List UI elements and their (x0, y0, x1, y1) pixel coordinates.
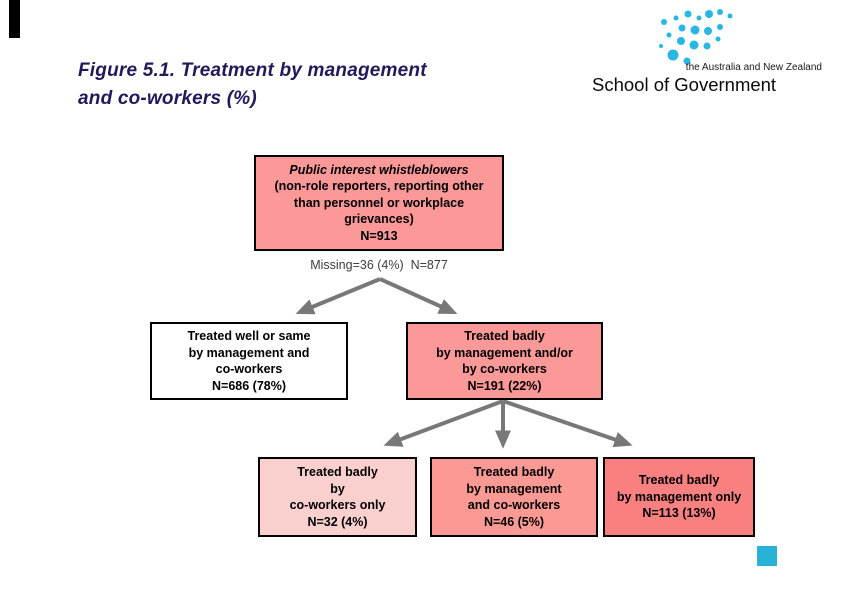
node-treated-well: Treated well or same by management and c… (150, 322, 348, 400)
node-text-line: Public interest whistleblowers (289, 162, 469, 177)
node-treated-badly: Treated badly by management and/or by co… (406, 322, 603, 400)
node-text-line: by management and/or (436, 345, 573, 360)
node-badly-coworkers-only: Treated badly by co-workers only N=32 (4… (258, 457, 417, 537)
node-text-line: N=46 (5%) (483, 514, 545, 529)
arrow-badly-to-management-only (502, 399, 633, 448)
anzsog-dots-logo (659, 9, 733, 65)
node-text-line: by management only (616, 489, 742, 504)
node-text-line: Treated badly (297, 465, 378, 479)
node-public-interest-whistleblowers: Public interest whistleblowers (non-role… (254, 155, 504, 251)
top-left-bar-decoration (9, 0, 20, 38)
node-text-line: Treated badly (464, 329, 545, 343)
node-text-line: (non-role reporters, reporting other (274, 179, 484, 194)
page-title-line1: Figure 5.1. Treatment by management (78, 60, 427, 81)
node-text-line: and co-workers (467, 498, 561, 512)
arrow-root-to-well (295, 277, 381, 315)
node-text-line: co-workers (215, 362, 283, 376)
anzsog-tagline: the Australia and New Zealand (685, 62, 822, 73)
node-text-line: than personnel or workplace (293, 195, 465, 210)
node-text-line: N=191 (22%) (467, 378, 542, 393)
page-title: Figure 5.1. Treatment by management and … (78, 57, 427, 113)
arrow-badly-to-coworkers-only (383, 399, 504, 447)
node-text-line: by management and (188, 345, 310, 360)
node-text-line: Treated badly (638, 473, 720, 488)
node-text-line: by (330, 481, 345, 496)
node-text-line: N=913 (360, 228, 398, 243)
anzsog-name: School of Government (592, 74, 777, 95)
corner-square-decoration (757, 546, 777, 566)
node-text-line: by co-workers (462, 362, 547, 376)
page-title-line2: and co-workers (%) (78, 88, 257, 109)
node-text-line: N=686 (78%) (212, 378, 286, 393)
node-text-line: Treated badly (473, 465, 555, 479)
node-badly-management-only: Treated badly by management only N=113 (… (603, 457, 755, 537)
arrow-root-to-badly (379, 277, 458, 314)
missing-note: Missing=36 (4%) N=877 (310, 258, 448, 272)
node-text-line: N=113 (13%) (642, 506, 716, 521)
node-text-line: by management (466, 481, 562, 496)
node-text-line: Treated well or same (187, 329, 311, 343)
node-text-line: N=32 (4%) (307, 514, 368, 529)
node-text-line: grievances) (344, 212, 414, 227)
node-text-line: co-workers only (289, 498, 386, 512)
node-badly-management-and-coworkers: Treated badly by management and co-worke… (430, 457, 598, 537)
